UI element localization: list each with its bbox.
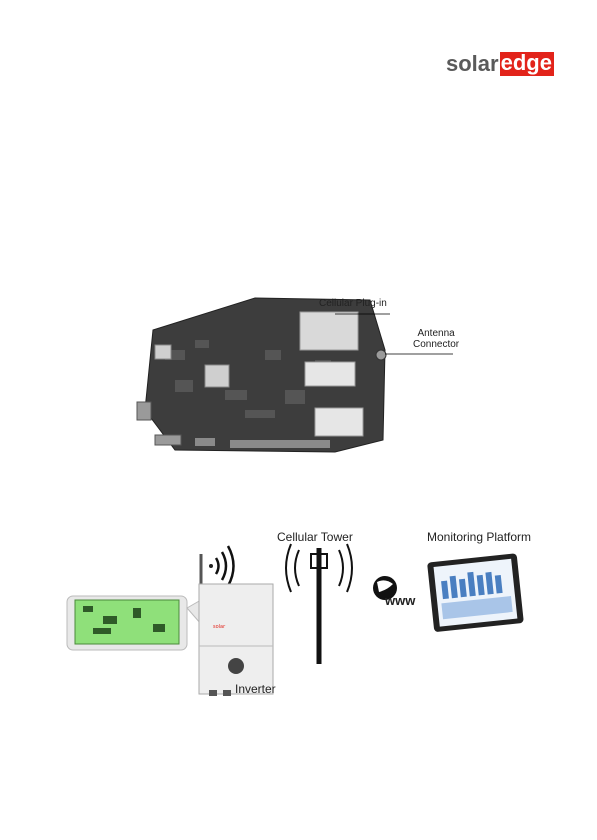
module-low (315, 408, 363, 436)
logo-solar-text: solar (446, 52, 499, 76)
communication-illustration: solar (63, 528, 533, 700)
antenna-connector (376, 350, 386, 360)
inverter-label: Inverter (235, 682, 276, 696)
inverter-box (199, 584, 273, 694)
antenna-connector-label: Antenna Connector (413, 328, 459, 350)
logo-edge-text: edge (500, 52, 554, 76)
circuit-board-illustration (135, 290, 465, 455)
cellular-tower-label: Cellular Tower (277, 530, 353, 544)
antenna-label-line1: Antenna (413, 328, 459, 339)
cellular-plugin-label: Cellular Plug-in (319, 298, 387, 309)
inverter-switch (228, 658, 244, 674)
tablet-icon (427, 553, 524, 632)
monitoring-platform-label: Monitoring Platform (427, 530, 531, 544)
module-mid (305, 362, 355, 386)
antenna-label-line2: Connector (413, 339, 459, 350)
www-label: www (385, 593, 415, 608)
svg-text:solar: solar (213, 624, 226, 630)
board-figure: Cellular Plug-in Antenna Connector (135, 290, 465, 455)
chip (205, 365, 229, 387)
cellular-plugin-module (300, 312, 358, 350)
communication-diagram: solar Cellular Tower Monitoring Platform… (63, 528, 533, 700)
